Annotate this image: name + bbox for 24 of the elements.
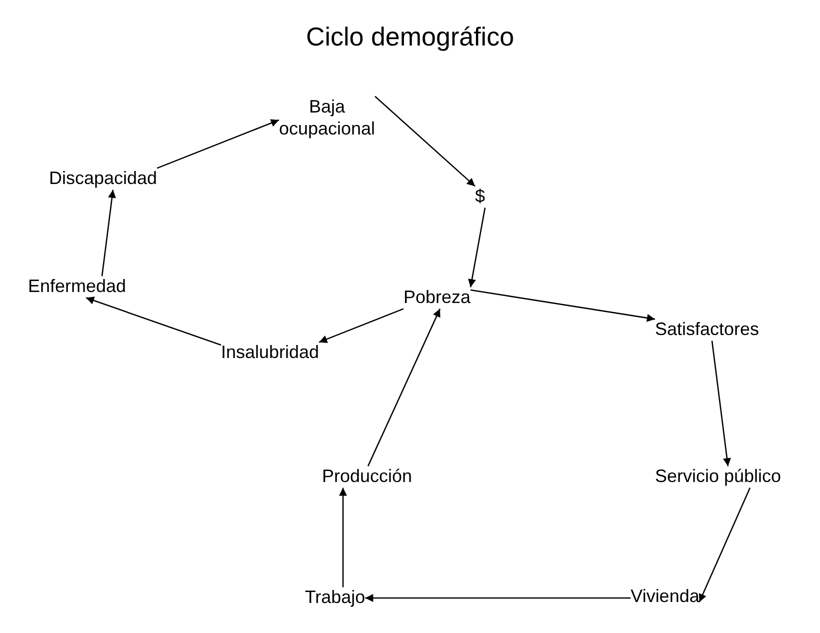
node-label: Vivienda (630, 586, 700, 608)
arrow (339, 488, 347, 588)
node-label: Insalubridad (220, 342, 320, 364)
arrow (698, 488, 751, 602)
arrow (156, 119, 280, 169)
node-label: Servicio público (654, 466, 782, 488)
node-label: Baja ocupacional (278, 96, 376, 140)
arrow (318, 308, 404, 343)
diagram-title: Ciclo demográfico (306, 22, 514, 52)
arrow (711, 340, 731, 466)
node-label: Producción (322, 466, 412, 488)
arrow (470, 289, 656, 322)
node-label: Pobreza (403, 287, 471, 309)
arrow (365, 594, 631, 602)
arrow (374, 96, 476, 187)
arrow (101, 190, 116, 276)
arrow (367, 308, 441, 466)
node-label: Satisfactores (654, 319, 760, 341)
node-label: Enfermedad (28, 276, 126, 298)
node-label: Discapacidad (48, 168, 158, 190)
arrow (86, 296, 222, 346)
arrow (468, 208, 486, 288)
node-label: $ (475, 186, 485, 208)
node-label: Trabajo (304, 587, 366, 609)
